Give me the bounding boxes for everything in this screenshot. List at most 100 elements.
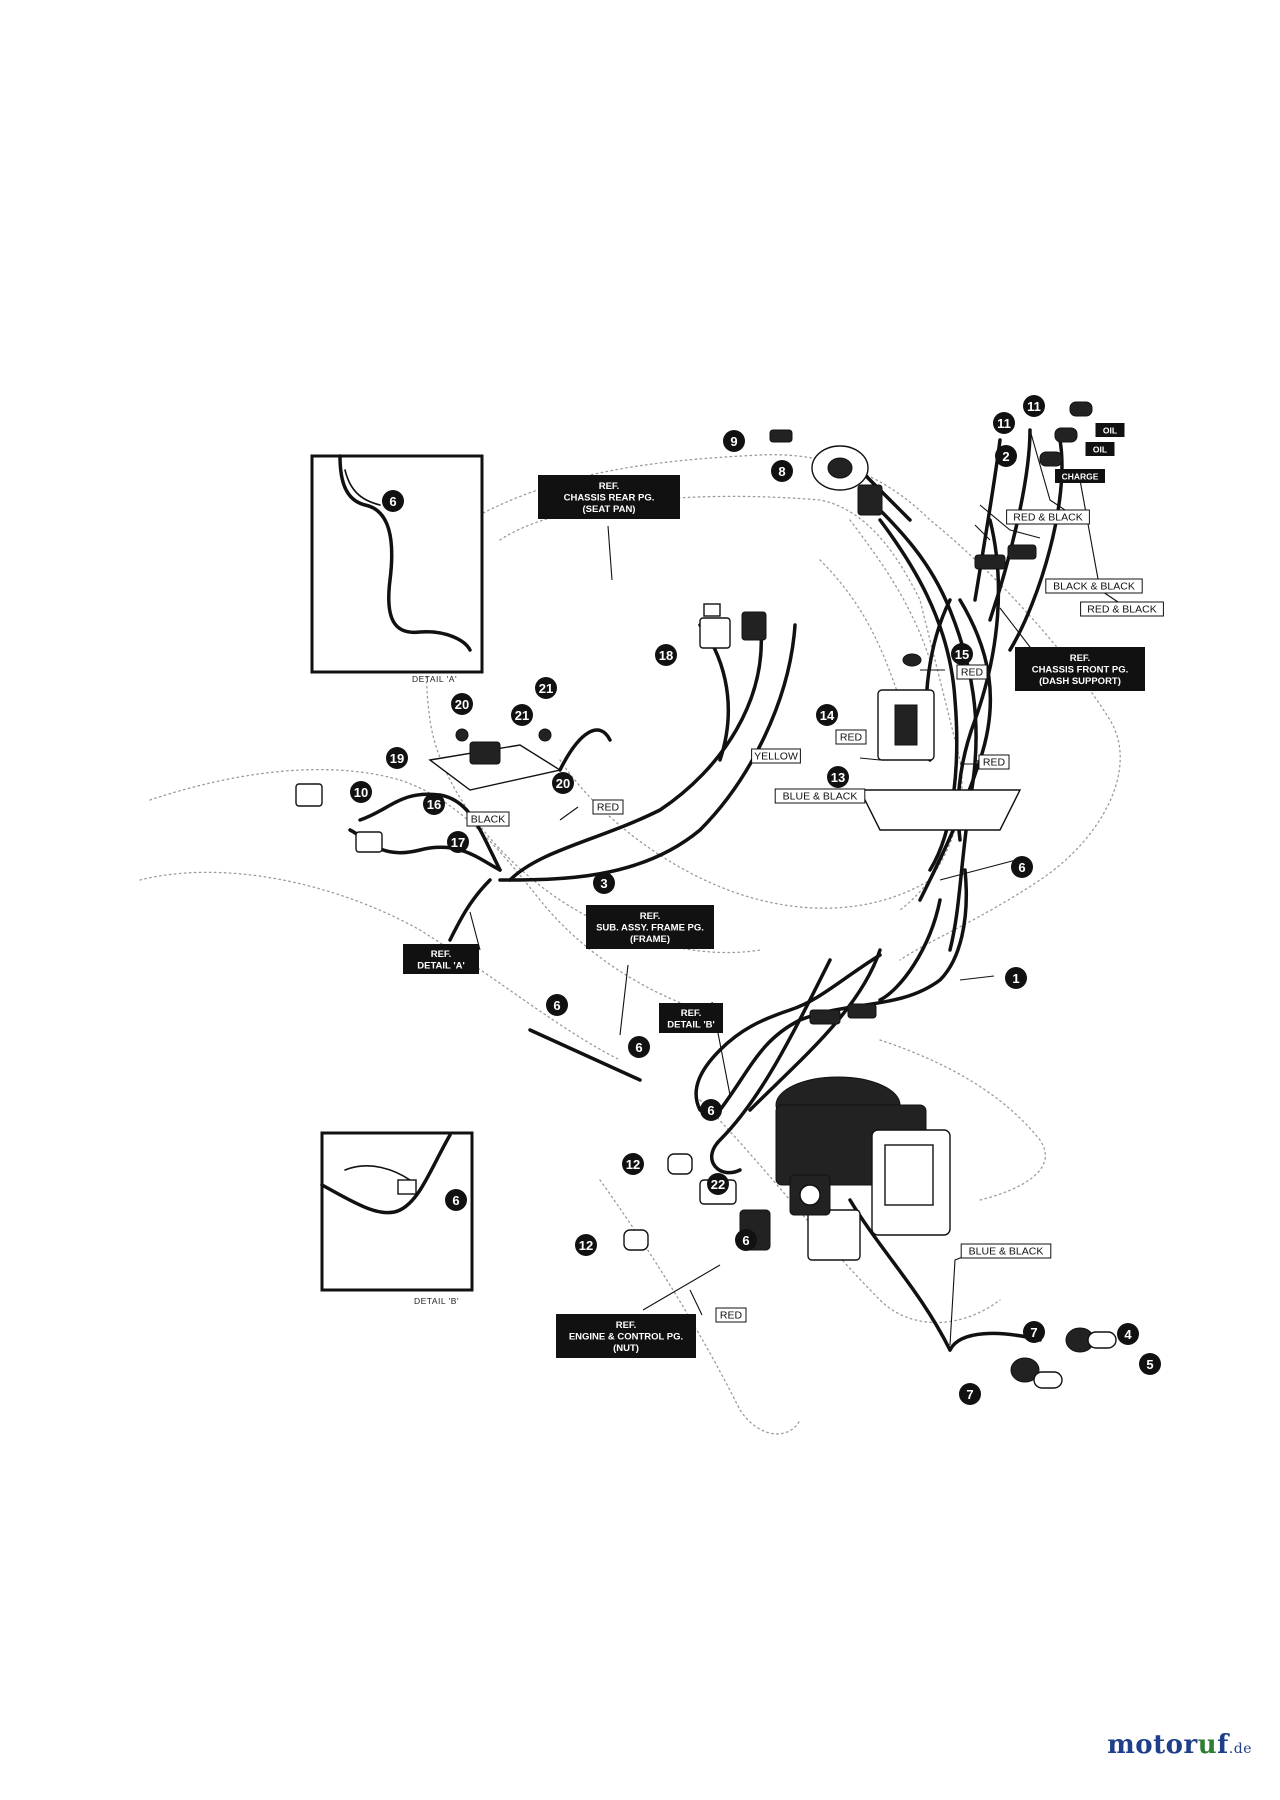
svg-text:BLACK & BLACK: BLACK & BLACK [1053, 581, 1135, 593]
svg-text:CHASSIS FRONT PG.: CHASSIS FRONT PG. [1032, 665, 1129, 676]
callout-16: 16 [423, 793, 445, 815]
wire-color-label: BLACK & BLACK [1045, 578, 1143, 594]
lamp-label: CHARGE [1055, 469, 1105, 483]
svg-text:(NUT): (NUT) [613, 1343, 639, 1354]
svg-text:OIL: OIL [1093, 445, 1107, 455]
callout-8: 8 [771, 460, 793, 482]
svg-text:DETAIL 'B': DETAIL 'B' [667, 1019, 714, 1030]
svg-text:RED & BLACK: RED & BLACK [1087, 604, 1156, 616]
svg-text:4: 4 [1124, 1327, 1132, 1342]
reference-labels: REF.CHASSIS REAR PG.(SEAT PAN)REF.CHASSI… [403, 475, 1145, 1358]
callout-7: 7 [1023, 1321, 1045, 1343]
wire-color-label: BLUE & BLACK [960, 1243, 1052, 1259]
svg-text:11: 11 [1027, 399, 1041, 414]
svg-text:11: 11 [997, 416, 1011, 431]
callout-4: 4 [1117, 1323, 1139, 1345]
svg-text:18: 18 [659, 648, 673, 663]
svg-text:OIL: OIL [1103, 426, 1117, 436]
svg-text:6: 6 [452, 1193, 459, 1208]
wire-color-label: BLACK [466, 811, 510, 827]
wire-color-label: RED [956, 664, 988, 680]
svg-text:22: 22 [711, 1177, 725, 1192]
callout-18: 18 [655, 644, 677, 666]
svg-text:12: 12 [579, 1238, 593, 1253]
reference-label: REF.DETAIL 'B' [659, 1003, 723, 1033]
svg-text:RED: RED [961, 667, 984, 679]
ignition-switch [769, 429, 883, 516]
callout-11: 11 [993, 412, 1015, 434]
callout-12: 12 [622, 1153, 644, 1175]
watermark-tail: f [1217, 1730, 1229, 1760]
engine [775, 1076, 951, 1261]
svg-text:1: 1 [1012, 971, 1019, 986]
svg-text:13: 13 [831, 770, 845, 785]
svg-text:2: 2 [1002, 449, 1009, 464]
svg-text:17: 17 [451, 835, 465, 850]
callout-7: 7 [959, 1383, 981, 1405]
callout-22: 22 [707, 1173, 729, 1195]
wire-color-label: RED & BLACK [1080, 601, 1164, 617]
callout-6: 6 [546, 994, 568, 1016]
callout-17: 17 [447, 831, 469, 853]
callout-21: 21 [535, 677, 557, 699]
callout-13: 13 [827, 766, 849, 788]
svg-text:REF.: REF. [681, 1008, 702, 1019]
svg-text:YELLOW: YELLOW [754, 751, 798, 763]
detail-a-box: DETAIL 'A' [310, 454, 484, 684]
components [295, 401, 1117, 1389]
svg-text:SUB. ASSY. FRAME PG.: SUB. ASSY. FRAME PG. [596, 923, 704, 934]
detail-a-caption: DETAIL 'A' [412, 674, 457, 684]
wire-color-label: RED [835, 729, 867, 745]
svg-text:6: 6 [389, 494, 396, 509]
watermark-accent: u [1197, 1730, 1218, 1760]
callout-3: 3 [593, 872, 615, 894]
svg-text:RED: RED [597, 802, 620, 814]
svg-text:(SEAT PAN): (SEAT PAN) [583, 504, 636, 515]
callout-11: 11 [1023, 395, 1045, 417]
svg-text:16: 16 [427, 797, 441, 812]
svg-text:BLUE & BLACK: BLUE & BLACK [783, 791, 858, 803]
svg-text:5: 5 [1146, 1357, 1153, 1372]
svg-text:RED: RED [983, 757, 1006, 769]
svg-text:6: 6 [742, 1233, 749, 1248]
svg-text:20: 20 [455, 697, 469, 712]
connector-10 [295, 783, 383, 853]
svg-text:7: 7 [966, 1387, 973, 1402]
reference-label: REF.CHASSIS FRONT PG.(DASH SUPPORT) [1015, 647, 1145, 691]
callout-5: 5 [1139, 1353, 1161, 1375]
svg-text:6: 6 [553, 998, 560, 1013]
wire-color-label: RED [715, 1307, 747, 1323]
lamp-label: OIL [1095, 423, 1125, 437]
svg-text:REF.: REF. [1070, 653, 1091, 664]
wire-color-label: RED [592, 799, 624, 815]
svg-text:7: 7 [1030, 1325, 1037, 1340]
callout-10: 10 [350, 781, 372, 803]
wire-color-label: RED & BLACK [1006, 509, 1090, 525]
svg-text:12: 12 [626, 1157, 640, 1172]
detail-b-caption: DETAIL 'B' [414, 1296, 459, 1306]
svg-text:CHARGE: CHARGE [1062, 472, 1099, 482]
callout-6: 6 [1011, 856, 1033, 878]
svg-text:BLACK: BLACK [471, 814, 505, 826]
svg-text:21: 21 [539, 681, 553, 696]
callout-15: 15 [951, 643, 973, 665]
callout-12: 12 [575, 1234, 597, 1256]
svg-text:(DASH SUPPORT): (DASH SUPPORT) [1039, 676, 1121, 687]
callout-6: 6 [382, 490, 404, 512]
svg-text:14: 14 [820, 708, 835, 723]
svg-text:10: 10 [354, 785, 368, 800]
svg-text:RED: RED [840, 732, 863, 744]
wire-color-labels: RED & BLACK BLACK & BLACK RED & BLACK RED RE… [466, 509, 1164, 1323]
svg-text:RED & BLACK: RED & BLACK [1013, 512, 1082, 524]
svg-text:REF.: REF. [616, 1320, 637, 1331]
svg-text:6: 6 [707, 1103, 714, 1118]
solenoid-bracket [858, 653, 1022, 831]
callout-6: 6 [735, 1229, 757, 1251]
callout-20: 20 [451, 693, 473, 715]
svg-text:20: 20 [556, 776, 570, 791]
lamp-labels: OIL OIL CHARGE [1055, 423, 1125, 483]
reference-label: REF.DETAIL 'A' [403, 944, 479, 974]
svg-text:8: 8 [778, 464, 785, 479]
pto-switch [1010, 1327, 1117, 1389]
